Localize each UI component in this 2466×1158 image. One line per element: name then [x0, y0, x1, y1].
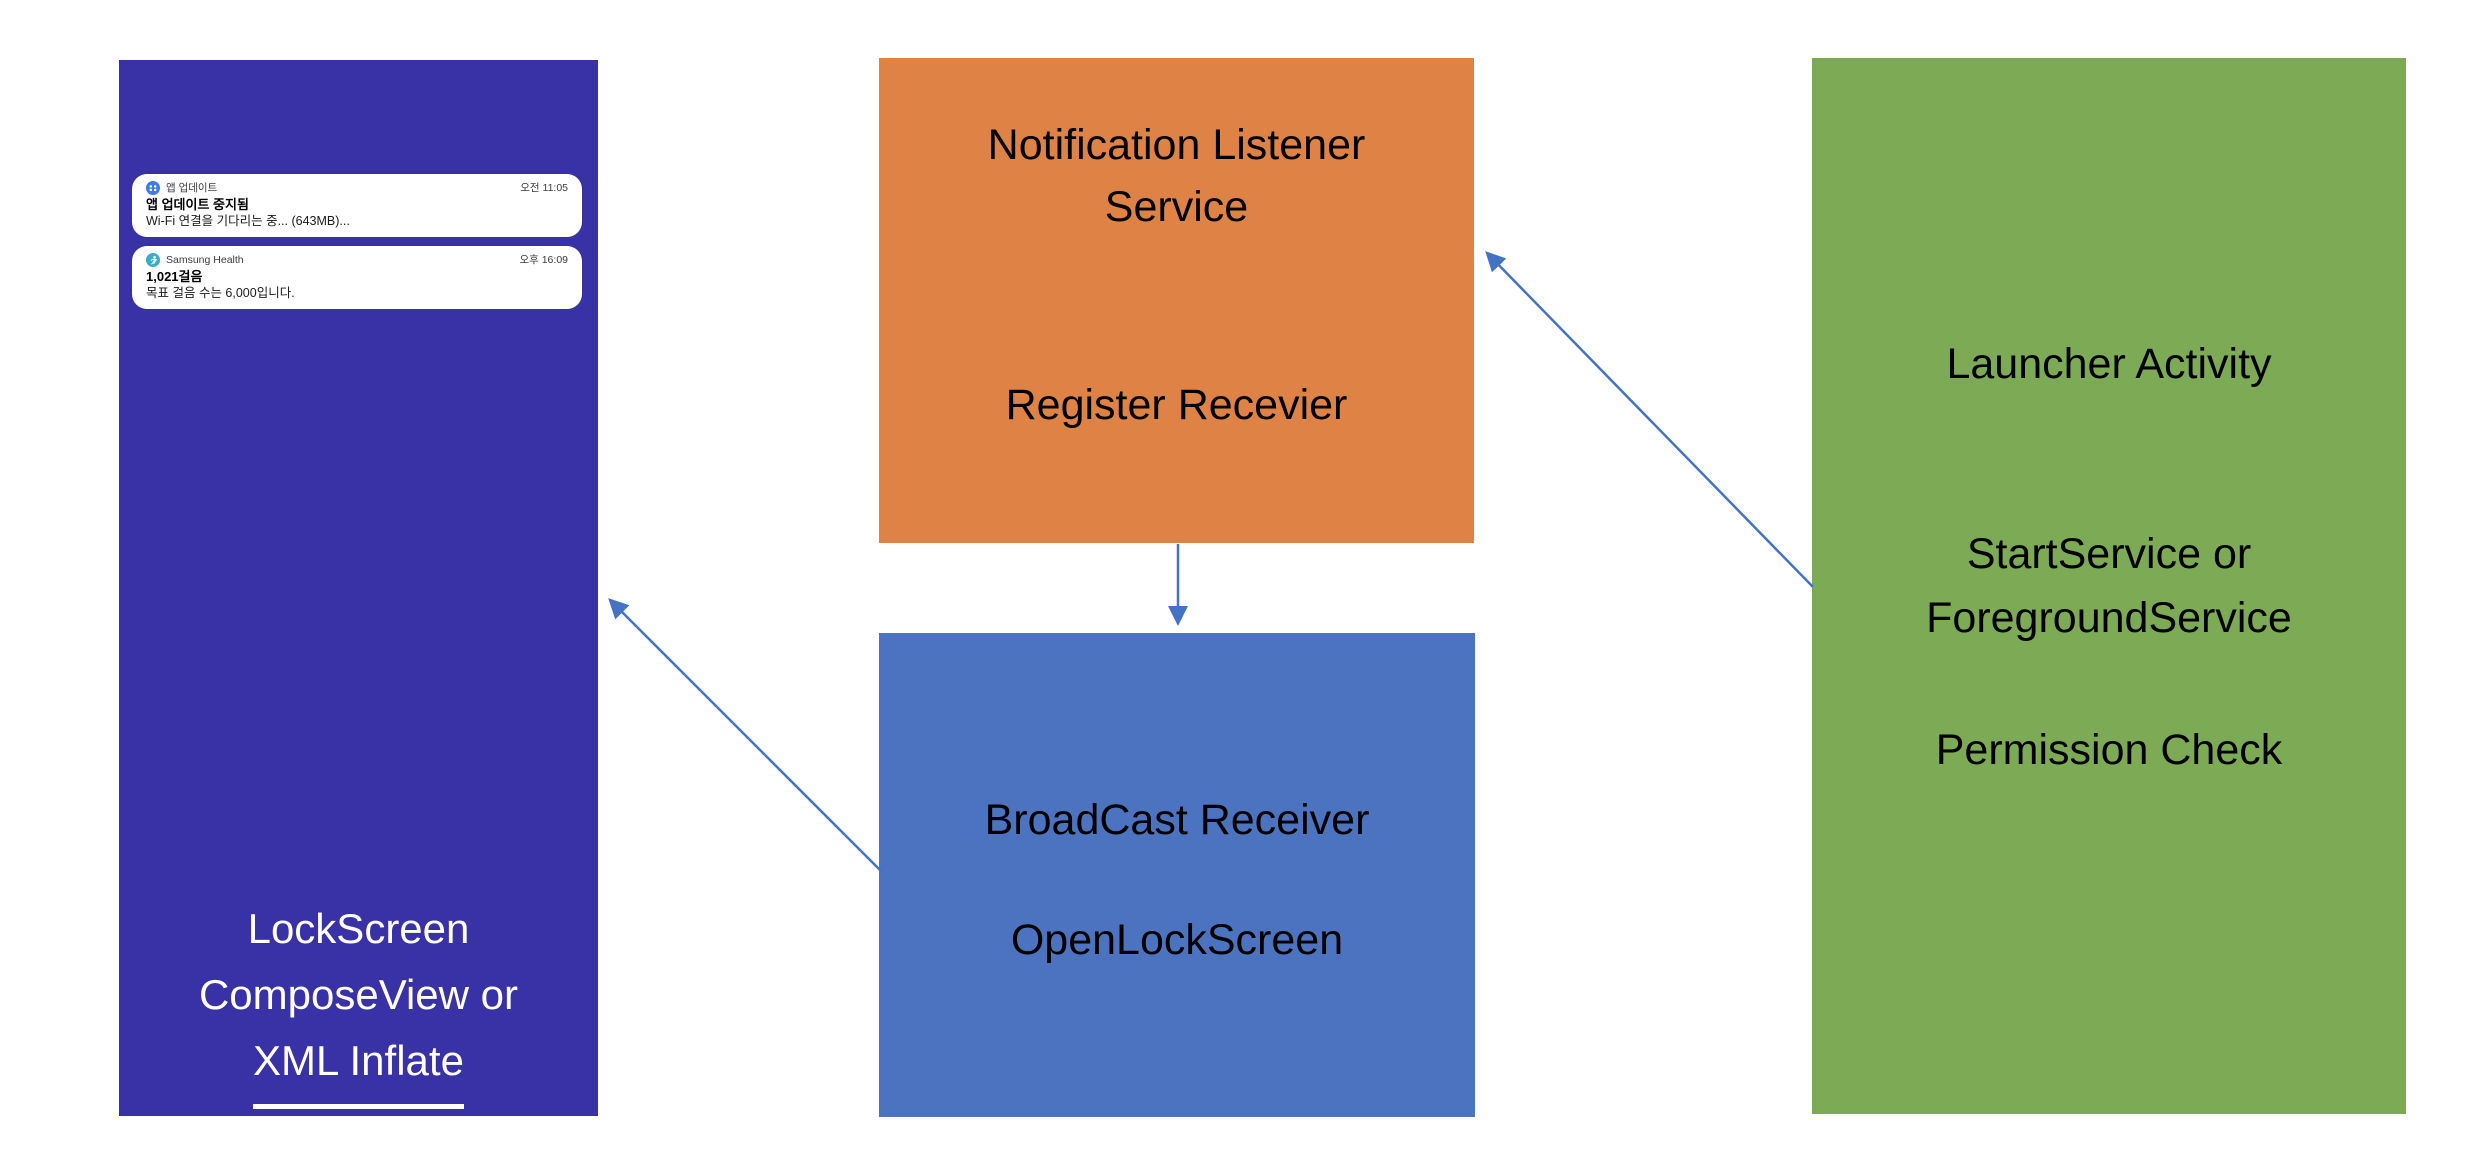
notification-card-app-update: 앱 업데이트 오전 11:05 앱 업데이트 중지됨 Wi-Fi 연결을 기다리… [132, 174, 582, 237]
notification-card-samsung-health: Samsung Health 오후 16:09 1,021걸음 목표 걸음 수는… [132, 246, 582, 309]
box-broadcast-receiver: BroadCast Receiver OpenLockScreen [879, 633, 1475, 1117]
home-indicator-underline: XML Inflate [253, 1028, 464, 1109]
samsung-health-icon [146, 253, 160, 267]
box-subtitle: OpenLockScreen [1010, 916, 1344, 964]
notification-app-name: Samsung Health [166, 254, 244, 266]
notification-body: 목표 걸음 수는 6,000입니다. [146, 286, 295, 300]
phone-lockscreen-panel: 04:23:37 오후 앱 업데이트 오전 11:05 앱 업데이트 중지됨 W… [119, 60, 598, 1116]
notification-app-name: 앱 업데이트 [166, 182, 218, 194]
box-title: Launcher Activity [1946, 340, 2272, 388]
notification-title: 앱 업데이트 중지됨 [146, 196, 249, 212]
notification-time: 오후 16:09 [519, 254, 568, 266]
box-title: Notification Listener Service [987, 121, 1366, 231]
notification-title: 1,021걸음 [146, 268, 203, 284]
notification-time: 오전 11:05 [520, 182, 568, 194]
box-subtitle: Register Recevier [1005, 381, 1348, 429]
lockscreen-caption: LockScreen ComposeView or XML Inflate [119, 896, 598, 1109]
box-title: BroadCast Receiver [984, 796, 1370, 844]
notification-header: 앱 업데이트 오전 11:05 [146, 181, 568, 195]
caption-line: LockScreen [247, 905, 470, 952]
box-lines: StartService or ForegroundService [1926, 530, 2292, 642]
notification-body: Wi-Fi 연결을 기다리는 중... (643MB)... [146, 214, 350, 228]
box-launcher-activity: Launcher Activity StartService or Foregr… [1812, 58, 2406, 1114]
arrow-launcher-to-service [1485, 251, 1814, 588]
box-subtitle: Permission Check [1935, 726, 2283, 774]
notification-header: Samsung Health 오후 16:09 [146, 253, 568, 267]
caption-line-underlined: XML Inflate [119, 1028, 598, 1109]
arrow-receiver-to-lockscreen [608, 598, 883, 873]
app-update-icon [146, 181, 160, 195]
caption-line: ComposeView or [198, 971, 519, 1018]
box-notification-listener-service: Notification Listener Service Register R… [879, 58, 1474, 543]
